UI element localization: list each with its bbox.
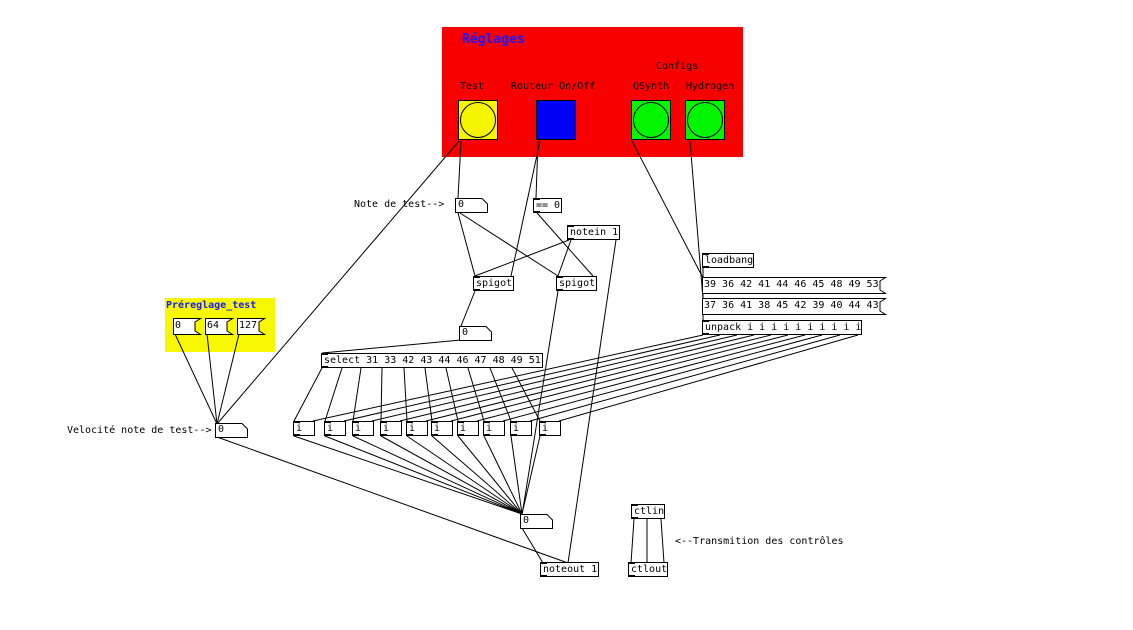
int-box[interactable]: i [483,421,505,436]
select-to-int-cord [403,367,408,422]
preset-message-text: 64 [207,320,220,331]
ctlin-object[interactable]: ctlin [631,504,665,519]
preset-message-0[interactable]: 0 [173,318,203,335]
unpack-to-int-cord [558,334,859,422]
int-to-number-cord [406,435,523,515]
qsynth-label: QSynth [633,81,670,92]
int-to-number-cord [431,435,523,515]
number-box-outline [459,326,492,341]
message-box-outline [702,298,888,315]
select-object[interactable]: select 31 33 42 43 44 46 47 48 49 51 [321,353,543,368]
spigot-left-object[interactable]: spigot [473,276,514,291]
select-to-int-cord [445,367,459,422]
int-to-number-cord [483,435,523,515]
hydrogen-config-message[interactable]: 37 36 41 38 45 42 39 40 44 43 [702,298,888,315]
note-output-value: 0 [523,515,530,526]
qsynth-config-text: 39 36 42 41 44 46 45 48 49 53 [704,279,879,290]
int-box[interactable]: i [510,421,532,436]
int-to-number-cord [324,435,523,515]
int-box[interactable]: i [457,421,479,436]
note-test-comment: Note de test--> [354,199,445,210]
int-box[interactable]: i [431,421,453,436]
int-box[interactable]: i [380,421,402,436]
unpack-to-int-cord [476,334,806,422]
int-to-number-cord [457,435,523,515]
select-to-int-cord [352,367,362,422]
number-box-outline [215,423,248,438]
control-transmission-comment: <--Transmition des contrôles [675,536,844,547]
qsynth-config-message[interactable]: 39 36 42 41 44 46 45 48 49 53 [702,277,888,294]
hydrogen-label: Hydrogen [686,81,735,92]
select-input-value: 0 [462,327,469,338]
test-bang-button[interactable] [458,100,498,140]
unpack-to-int-cord [502,334,823,422]
note-test-value: 0 [458,199,465,210]
settings-title: Réglages [462,32,525,47]
note-output-number[interactable]: 0 [520,514,553,529]
number-box-outline [455,198,488,213]
select-to-int-cord [467,367,485,422]
message-box-outline [205,318,235,335]
preset-message-text: 0 [175,320,182,331]
select-to-int-cord [511,367,541,422]
int-box[interactable]: i [352,421,374,436]
int-box[interactable]: i [406,421,428,436]
unpack-to-int-cord [343,334,721,422]
noteout-object[interactable]: noteout 1 [540,562,599,577]
select-to-int-cord [424,367,433,422]
int-box[interactable]: i [324,421,346,436]
unpack-to-int-cord [399,334,755,422]
bang-circle-icon [633,102,669,138]
preset-message-text: 127 [239,320,258,331]
select-to-int-cord [489,367,512,422]
qsynth-bang-button[interactable] [631,100,671,140]
velocity-test-comment: Velocité note de test--> [67,425,212,436]
int-to-number-cord [293,435,523,515]
configs-label: Configs [656,61,699,72]
equals-object[interactable]: == 0 [533,198,562,213]
hydrogen-config-text: 37 36 41 38 45 42 39 40 44 43 [704,300,879,311]
unpack-to-int-cord [312,334,704,422]
select-to-int-cord [380,367,383,422]
ctlout-object[interactable]: ctlout [628,562,668,577]
unpack-object[interactable]: unpack i i i i i i i i i i [702,320,862,335]
loadbang-object[interactable]: loadbang [702,253,754,268]
select-to-int-cord [293,367,323,422]
int-box[interactable]: i [539,421,561,436]
test-label: Test [460,81,485,92]
number-box-outline [520,514,553,529]
message-box-outline [173,318,203,335]
int-to-number-cord [510,435,523,515]
router-toggle[interactable] [536,100,576,140]
router-label: Routeur On/Off [511,81,596,92]
velocity-value: 0 [218,424,225,435]
select-input-number[interactable]: 0 [459,326,492,341]
int-to-number-cord [521,435,541,515]
message-box-outline [237,318,267,335]
preset-message-127[interactable]: 127 [237,318,267,335]
message-box-outline [702,277,888,294]
preset-title: Préreglage_test [166,300,257,311]
bang-circle-icon [687,102,723,138]
int-to-number-cord [380,435,523,515]
bang-circle-icon [460,102,496,138]
int-to-number-cord [352,435,523,515]
unpack-to-int-cord [450,334,789,422]
velocity-number[interactable]: 0 [215,423,248,438]
hydrogen-bang-button[interactable] [685,100,725,140]
int-box[interactable]: i [293,421,315,436]
spigot-right-object[interactable]: spigot [556,276,597,291]
select-to-int-cord [324,367,343,422]
notein-object[interactable]: notein 1 [567,225,620,240]
preset-message-64[interactable]: 64 [205,318,235,335]
unpack-to-int-cord [425,334,772,422]
unpack-to-int-cord [529,334,841,422]
unpack-to-int-cord [371,334,738,422]
note-test-number[interactable]: 0 [455,198,488,213]
